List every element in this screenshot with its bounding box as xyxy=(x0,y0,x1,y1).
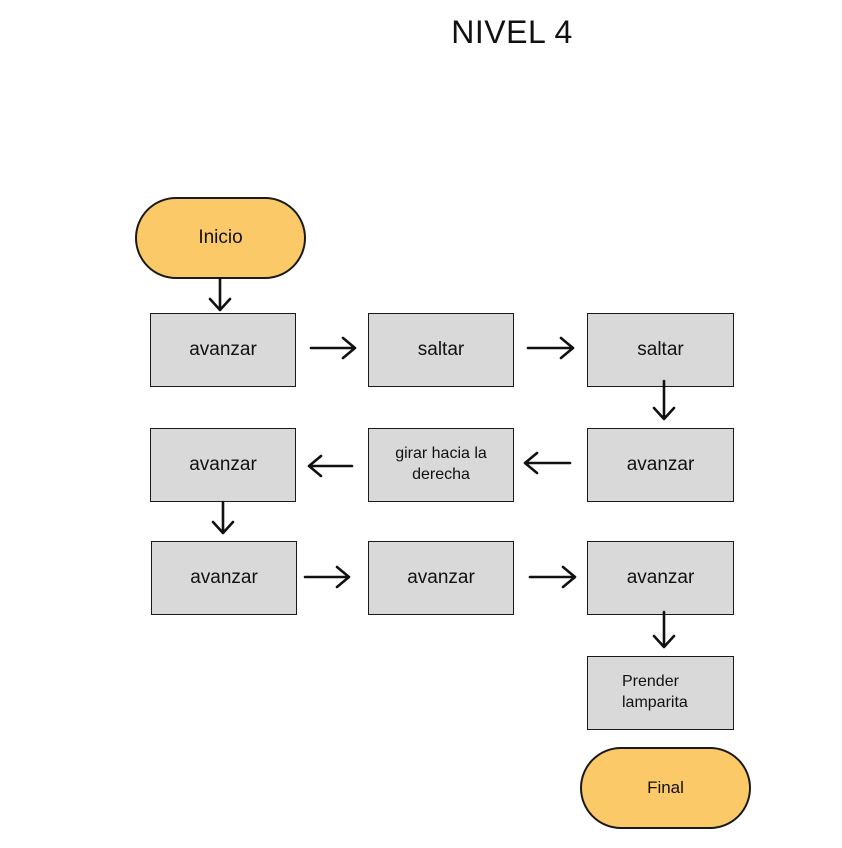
step-10-prender-lamparita[interactable]: Prender lamparita xyxy=(587,656,734,730)
end-node[interactable]: Final xyxy=(580,747,751,829)
arrow-down-icon xyxy=(211,500,235,535)
arrow-right-icon xyxy=(309,336,357,360)
end-node-label: Final xyxy=(647,778,684,797)
step-3-saltar[interactable]: saltar xyxy=(587,313,734,387)
arrow-right-icon xyxy=(526,336,575,360)
step-6-label: avanzar xyxy=(189,454,257,476)
step-10-label: Prender lamparita xyxy=(622,673,688,711)
step-3-label: saltar xyxy=(637,339,684,361)
arrow-down-icon xyxy=(652,610,676,649)
arrow-right-icon xyxy=(303,565,351,589)
step-9-avanzar[interactable]: avanzar xyxy=(587,541,734,615)
step-5-girar-derecha[interactable]: girar hacia la derecha xyxy=(368,428,514,502)
step-8-avanzar[interactable]: avanzar xyxy=(368,541,514,615)
step-5-label: girar hacia la derecha xyxy=(395,445,487,483)
step-2-saltar[interactable]: saltar xyxy=(368,313,514,387)
step-4-label: avanzar xyxy=(626,454,695,476)
start-node[interactable]: Inicio xyxy=(135,197,306,279)
step-1-avanzar[interactable]: avanzar xyxy=(150,313,296,387)
start-node-label: Inicio xyxy=(198,227,243,248)
step-8-label: avanzar xyxy=(407,567,475,589)
arrow-down-icon xyxy=(208,277,232,312)
step-7-avanzar[interactable]: avanzar xyxy=(151,541,297,615)
arrow-left-icon xyxy=(523,451,572,475)
step-1-label: avanzar xyxy=(189,339,257,361)
page-title: NIVEL 4 xyxy=(451,14,573,50)
step-2-label: saltar xyxy=(417,339,465,361)
step-6-avanzar[interactable]: avanzar xyxy=(150,428,296,502)
arrow-right-icon xyxy=(528,565,577,589)
step-7-label: avanzar xyxy=(190,567,258,589)
step-9-label: avanzar xyxy=(626,567,695,589)
arrow-left-icon xyxy=(307,454,354,478)
step-4-avanzar[interactable]: avanzar xyxy=(587,428,734,502)
